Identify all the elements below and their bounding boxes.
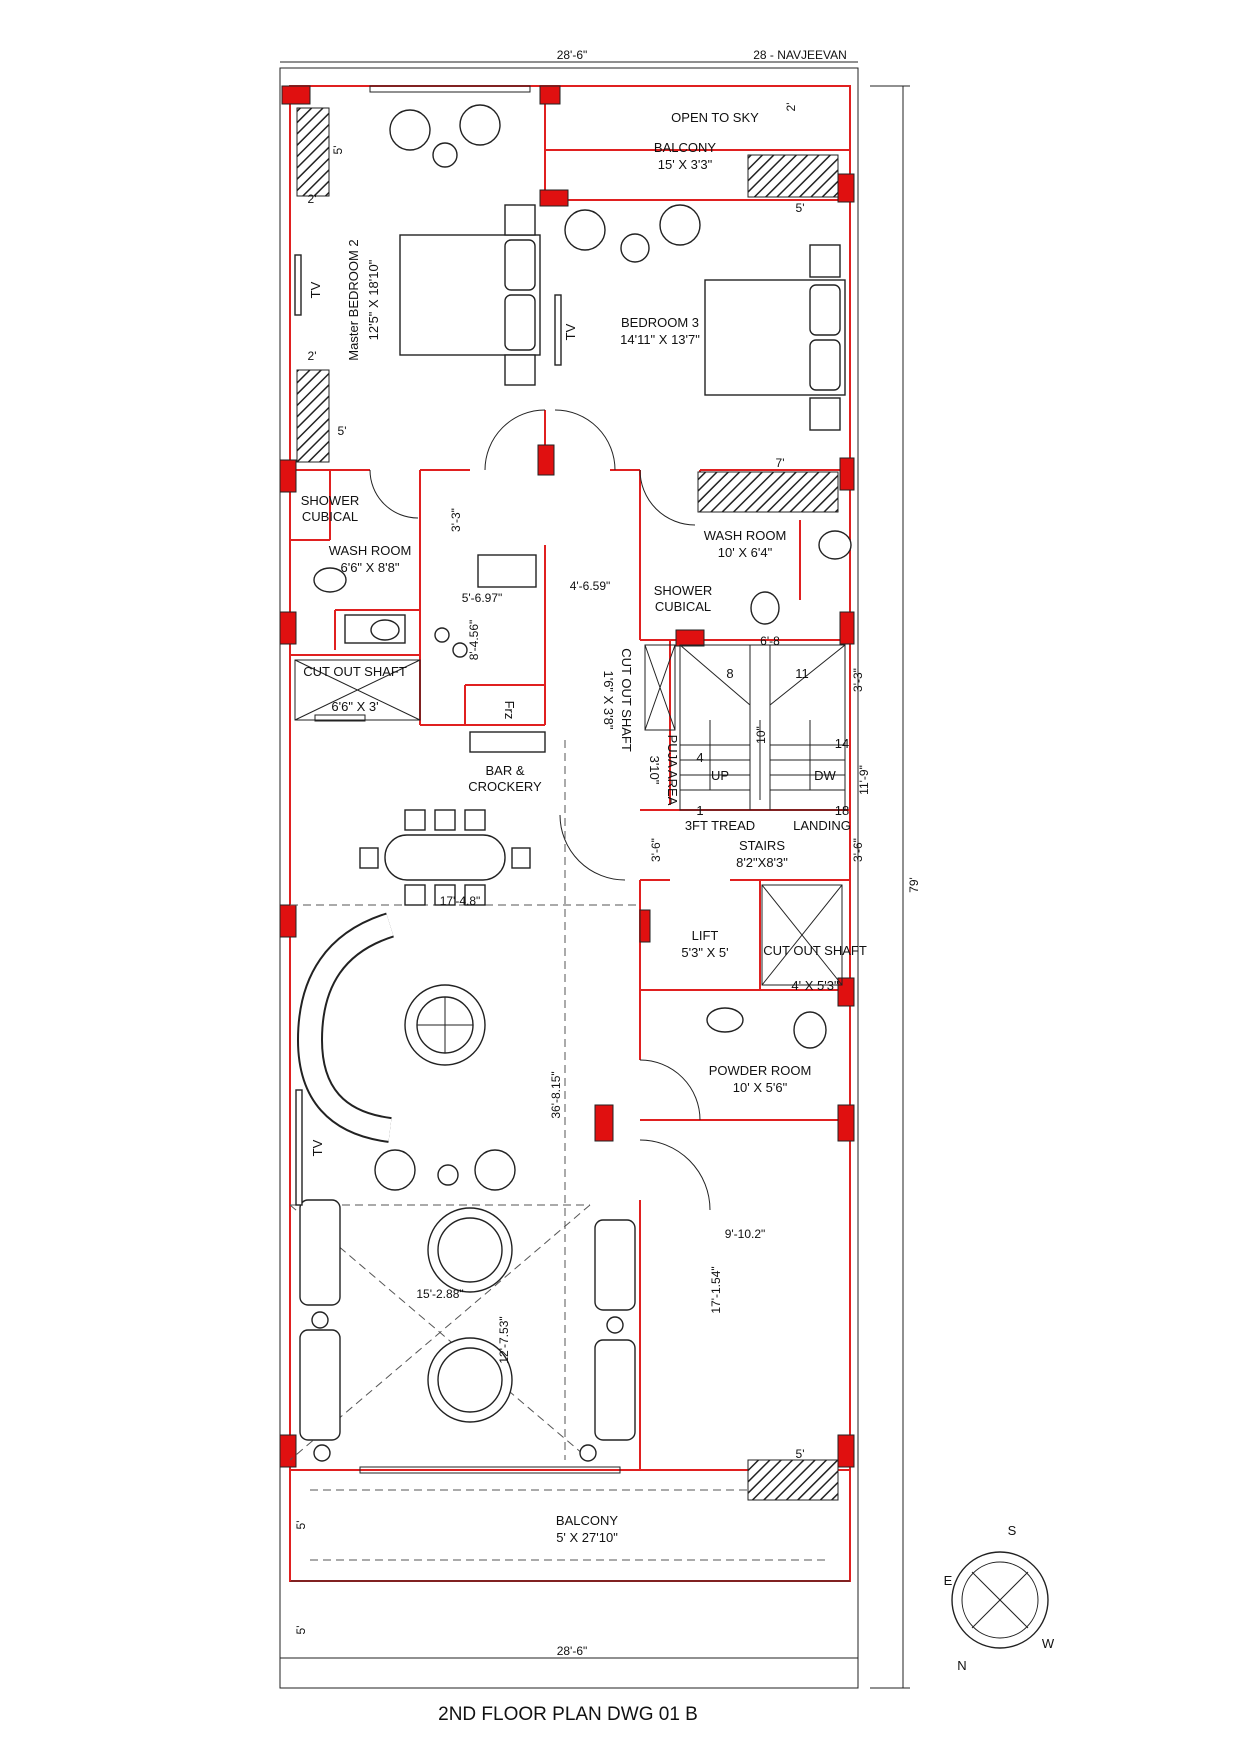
compass-n: N	[957, 1658, 966, 1673]
dim-3-3: 3'-3"	[449, 508, 463, 532]
dim-5-d: 5'	[796, 1447, 805, 1461]
balcony-bottom-name: BALCONY	[556, 1513, 618, 1528]
compass-s: S	[1008, 1523, 1017, 1538]
puja-size: 3'10"	[647, 756, 662, 785]
dim-7: 7'	[776, 456, 785, 470]
balcony-bottom-size: 5' X 27'10"	[556, 1530, 618, 1545]
compass-e: E	[944, 1573, 953, 1588]
washroom-left-size: 6'6" X 8'8"	[340, 560, 399, 575]
top-width-dim: 28'-6"	[557, 48, 588, 62]
room-labels: 28 - NAVJEEVAN 28'-6" 28'-6" 79' OPEN TO…	[301, 48, 921, 1658]
stairs-up: UP	[711, 768, 729, 783]
bottom-width-dim: 28'-6"	[557, 1644, 588, 1658]
cutout-lift-size: 4' X 5'3"	[791, 978, 839, 993]
dim-3-3-b: 3'-3"	[851, 668, 865, 692]
bedroom3-name: BEDROOM 3	[621, 315, 699, 330]
bar-label: BAR &CROCKERY	[468, 763, 542, 794]
living-sofa	[296, 912, 516, 1191]
cutout-lift-name: CUT OUT SHAFT	[763, 943, 867, 958]
stairs-landing: LANDING	[793, 818, 851, 833]
dining-table	[359, 731, 546, 906]
dim-4-6-59: 4'-6.59"	[570, 579, 611, 593]
dim-5-e: 5'	[294, 1521, 308, 1530]
puja-name: PUJA AREA	[665, 735, 680, 806]
washroom-left-name: WASH ROOM	[329, 543, 412, 558]
cutout-mid-size: 1'6" X 3'8"	[601, 670, 616, 729]
compass-w: W	[1042, 1636, 1055, 1651]
stair-num-14: 14	[835, 736, 849, 751]
tv-label-master: TV	[308, 281, 323, 298]
shaft-marks	[289, 644, 843, 1461]
tv-label-bedroom3: TV	[563, 323, 578, 340]
open-to-sky-label: OPEN TO SKY	[671, 110, 759, 125]
dim-11-9: 11'-9"	[857, 765, 871, 795]
washroom-right-size: 10' X 6'4"	[718, 545, 773, 560]
dim-6-8: 6'-8	[760, 634, 780, 648]
balcony-top-name: BALCONY	[654, 140, 716, 155]
dim-9-10-2: 9'-10.2"	[725, 1227, 766, 1241]
dim-17-4-8: 17'-4.8"	[440, 894, 481, 908]
dim-17-1-54: 17'-1.54"	[709, 1266, 723, 1313]
dim-2-b: 2'	[308, 349, 317, 363]
compass: E S W N	[944, 1523, 1055, 1673]
dim-5-f: 5'	[294, 1626, 308, 1635]
master-bedroom-size: 12'5" X 18'10"	[366, 259, 381, 340]
stair-num-1: 1	[696, 803, 703, 818]
dim-10in: 10"	[754, 726, 768, 744]
stair-num-8: 8	[726, 666, 733, 681]
sanitary-fixtures	[313, 530, 852, 1049]
stair-num-4: 4	[696, 750, 703, 765]
columns	[279, 85, 855, 1468]
doors	[369, 409, 711, 1211]
stair-num-18: 18	[835, 803, 849, 818]
stairs-block	[679, 644, 846, 811]
cutout-left-size: 6'6" X 3'	[331, 699, 378, 714]
cutout-left-name: CUT OUT SHAFT	[303, 664, 407, 679]
outer-boundary	[279, 61, 910, 1689]
tv-units	[294, 254, 562, 1206]
dim-8-4-56: 8'-4.56"	[467, 620, 481, 661]
bedroom3-size: 14'11" X 13'7"	[620, 332, 700, 347]
master-bed	[399, 204, 541, 386]
bedroom3-bed	[704, 244, 846, 431]
dim-2-c: 2'	[784, 103, 798, 112]
stairs-name: STAIRS	[739, 838, 785, 853]
dim-5-a: 5'	[331, 146, 345, 155]
dim-5-b: 5'	[338, 424, 347, 438]
lift-name: LIFT	[692, 928, 719, 943]
stair-num-11: 11	[795, 666, 809, 681]
dim-36-8-15: 36'-8.15"	[549, 1071, 563, 1118]
drawing-title: 2ND FLOOR PLAN DWG 01 B	[438, 1704, 698, 1725]
stairs-size: 8'2"X8'3"	[736, 855, 788, 870]
dim-5-6-97: 5'-6.97"	[462, 591, 503, 605]
dim-3-6-b: 3'-6"	[649, 838, 663, 862]
dimension-labels: 5' 2' 2' 5' 2' 5' 7' 3'-3" 4'-6.59" 5'-6…	[294, 103, 871, 1635]
washroom-right-name: WASH ROOM	[704, 528, 787, 543]
balcony-top-size: 15' X 3'3"	[658, 157, 713, 172]
stairs-tread: 3FT TREAD	[685, 818, 755, 833]
lounge-seating	[299, 1199, 636, 1462]
armchairs-top	[389, 104, 701, 263]
interior-walls	[289, 86, 850, 1581]
powder-size: 10' X 5'6"	[733, 1080, 788, 1095]
tv-label-living: TV	[310, 1139, 325, 1156]
dim-12-7-53: 12'-7.53"	[497, 1316, 511, 1363]
header-label: 28 - NAVJEEVAN	[753, 48, 847, 62]
dim-3-6: 3'-6"	[851, 838, 865, 862]
frz-label: Frz	[502, 701, 517, 720]
cutout-mid-name: CUT OUT SHAFT	[619, 648, 634, 752]
powder-name: POWDER ROOM	[709, 1063, 812, 1078]
stairs-dw: DW	[814, 768, 836, 783]
window-ledges	[296, 85, 839, 1501]
master-bedroom-name: Master BEDROOM 2	[346, 239, 361, 360]
dim-15-2-88: 15'-2.88"	[416, 1287, 463, 1301]
dim-2-a: 2'	[308, 192, 317, 206]
lift-size: 5'3" X 5'	[681, 945, 728, 960]
overall-length-dim: 79'	[907, 877, 921, 893]
dim-5-c: 5'	[796, 201, 805, 215]
